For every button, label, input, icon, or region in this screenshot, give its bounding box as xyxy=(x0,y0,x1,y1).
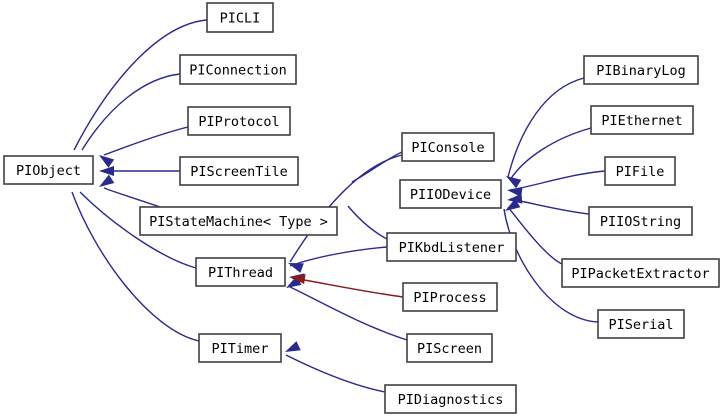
node-pitimer[interactable]: PITimer xyxy=(198,333,282,363)
node-label-piserial: PISerial xyxy=(608,317,673,333)
node-piscreentile[interactable]: PIScreenTile xyxy=(179,156,299,186)
node-label-pidiagnostics: PIDiagnostics xyxy=(398,392,504,408)
node-pifile[interactable]: PIFile xyxy=(604,156,676,186)
node-pidiagnostics[interactable]: PIDiagnostics xyxy=(384,384,517,414)
arrowhead-into-piiodevice xyxy=(507,193,523,204)
node-label-piiostring: PIIOString xyxy=(600,214,681,230)
node-piethernet[interactable]: PIEthernet xyxy=(590,105,694,135)
node-box-pistatemachine[interactable] xyxy=(139,206,338,236)
arrowhead-into-piobject xyxy=(99,174,115,187)
node-label-pibinarylog: PIBinaryLog xyxy=(596,63,685,79)
node-box-piscreen[interactable] xyxy=(406,333,493,363)
node-box-piprotocol[interactable] xyxy=(187,106,291,136)
node-label-piprocess: PIProcess xyxy=(413,290,486,306)
edge-pibinarylog-to-piiodevice xyxy=(507,77,585,178)
nodes-layer: PIObject PICLI PIConnectionPIProtocolPIScr… xyxy=(3,2,720,414)
node-pibinarylog[interactable]: PIBinaryLog xyxy=(583,55,699,85)
edge-piethernet-to-piiodevice xyxy=(509,127,592,181)
node-pithread[interactable]: PIThread xyxy=(195,257,286,287)
node-label-pistatemachine: PIStateMachine< Type > xyxy=(149,214,328,230)
arrowhead-into-pithread xyxy=(288,263,304,273)
edge-piconnection-to-piobject xyxy=(81,73,181,151)
node-box-piscreentile[interactable] xyxy=(179,156,299,186)
node-pikbdlistener[interactable]: PIKbdListener xyxy=(386,232,517,262)
edges-layer xyxy=(71,19,606,393)
node-pipacketextractor[interactable]: PIPacketExtractor xyxy=(561,258,720,288)
edge-pidiagnostics-to-pitimer xyxy=(285,354,386,393)
node-box-piserial[interactable] xyxy=(597,309,685,339)
node-piscreen[interactable]: PIScreen xyxy=(406,333,493,363)
node-label-piiodevice: PIIODevice xyxy=(410,187,491,203)
arrowhead-into-pitimer xyxy=(285,341,301,352)
node-piprocess[interactable]: PIProcess xyxy=(402,282,498,312)
node-label-pipacketextractor: PIPacketExtractor xyxy=(571,266,709,282)
edge-pikbdlistener-to-piiodevice xyxy=(347,205,388,240)
node-box-piconsole[interactable] xyxy=(401,132,495,162)
node-label-piscreentile: PIScreenTile xyxy=(190,164,288,180)
node-piiodevice[interactable]: PIIODevice xyxy=(399,179,502,209)
arrowhead-into-piobject xyxy=(99,166,114,176)
edge-piconsole-to-pithread xyxy=(289,154,403,263)
edge-pikbdlistener-to-pithread xyxy=(289,246,388,267)
node-box-piprocess[interactable] xyxy=(402,282,498,312)
node-piprotocol[interactable]: PIProtocol xyxy=(187,106,291,136)
edge-piprocess-to-pithread xyxy=(291,277,404,298)
arrowhead-into-piobject xyxy=(99,155,115,168)
node-box-pithread[interactable] xyxy=(195,257,286,287)
node-piconsole[interactable]: PIConsole xyxy=(401,132,495,162)
edge-piprotocol-to-piobject xyxy=(103,126,189,156)
arrowhead-into-piiodevice xyxy=(505,198,521,211)
node-box-pibinarylog[interactable] xyxy=(583,55,699,85)
node-label-piethernet: PIEthernet xyxy=(601,113,682,129)
edge-pithread-to-piobject xyxy=(79,191,197,269)
node-box-piethernet[interactable] xyxy=(590,105,694,135)
node-label-piobject: PIObject xyxy=(16,163,81,179)
node-picli[interactable]: PICLI xyxy=(206,2,274,33)
node-label-piconsole: PIConsole xyxy=(411,140,484,156)
node-box-pifile[interactable] xyxy=(604,156,676,186)
node-label-picli: PICLI xyxy=(220,11,261,27)
node-piiostring[interactable]: PIIOString xyxy=(588,206,693,236)
edge-pipacketextractor-to-piiodevice xyxy=(507,206,563,265)
edge-pistatemachine-to-piobject xyxy=(103,187,161,208)
node-label-pitimer: PITimer xyxy=(212,341,269,357)
node-box-pikbdlistener[interactable] xyxy=(386,232,517,262)
arrowhead-into-piiodevice xyxy=(507,187,523,198)
node-box-pipacketextractor[interactable] xyxy=(561,258,720,288)
node-label-pifile: PIFile xyxy=(616,164,665,180)
node-box-piiodevice[interactable] xyxy=(399,179,502,209)
node-box-piobject[interactable] xyxy=(3,155,94,185)
node-piobject[interactable]: PIObject xyxy=(3,155,94,185)
node-box-picli[interactable] xyxy=(206,2,274,33)
arrowhead-into-piiodevice xyxy=(506,176,522,189)
node-label-piconnection: PIConnection xyxy=(189,63,287,79)
node-box-piiostring[interactable] xyxy=(588,206,693,236)
edge-piscreen-to-pithread xyxy=(289,286,408,341)
node-box-pitimer[interactable] xyxy=(198,333,282,363)
node-label-piprotocol: PIProtocol xyxy=(198,114,279,130)
node-label-pithread: PIThread xyxy=(208,265,273,281)
arrowhead-usage-into-pithread xyxy=(290,274,306,285)
node-box-pidiagnostics[interactable] xyxy=(384,384,517,414)
edge-picli-to-piobject xyxy=(73,19,208,151)
arrowheads-layer xyxy=(99,155,523,352)
edge-pitimer-to-piobject xyxy=(71,191,200,342)
edge-piserial-to-piiodevice xyxy=(503,208,599,323)
node-pistatemachine[interactable]: PIStateMachine< Type > xyxy=(139,206,338,236)
node-label-pikbdlistener: PIKbdListener xyxy=(399,240,505,256)
edge-pifile-to-piiodevice xyxy=(509,170,606,191)
node-box-piconnection[interactable] xyxy=(179,54,297,85)
node-piconnection[interactable]: PIConnection xyxy=(179,54,297,85)
node-label-piscreen: PIScreen xyxy=(417,341,482,357)
node-piserial[interactable]: PISerial xyxy=(597,309,685,339)
